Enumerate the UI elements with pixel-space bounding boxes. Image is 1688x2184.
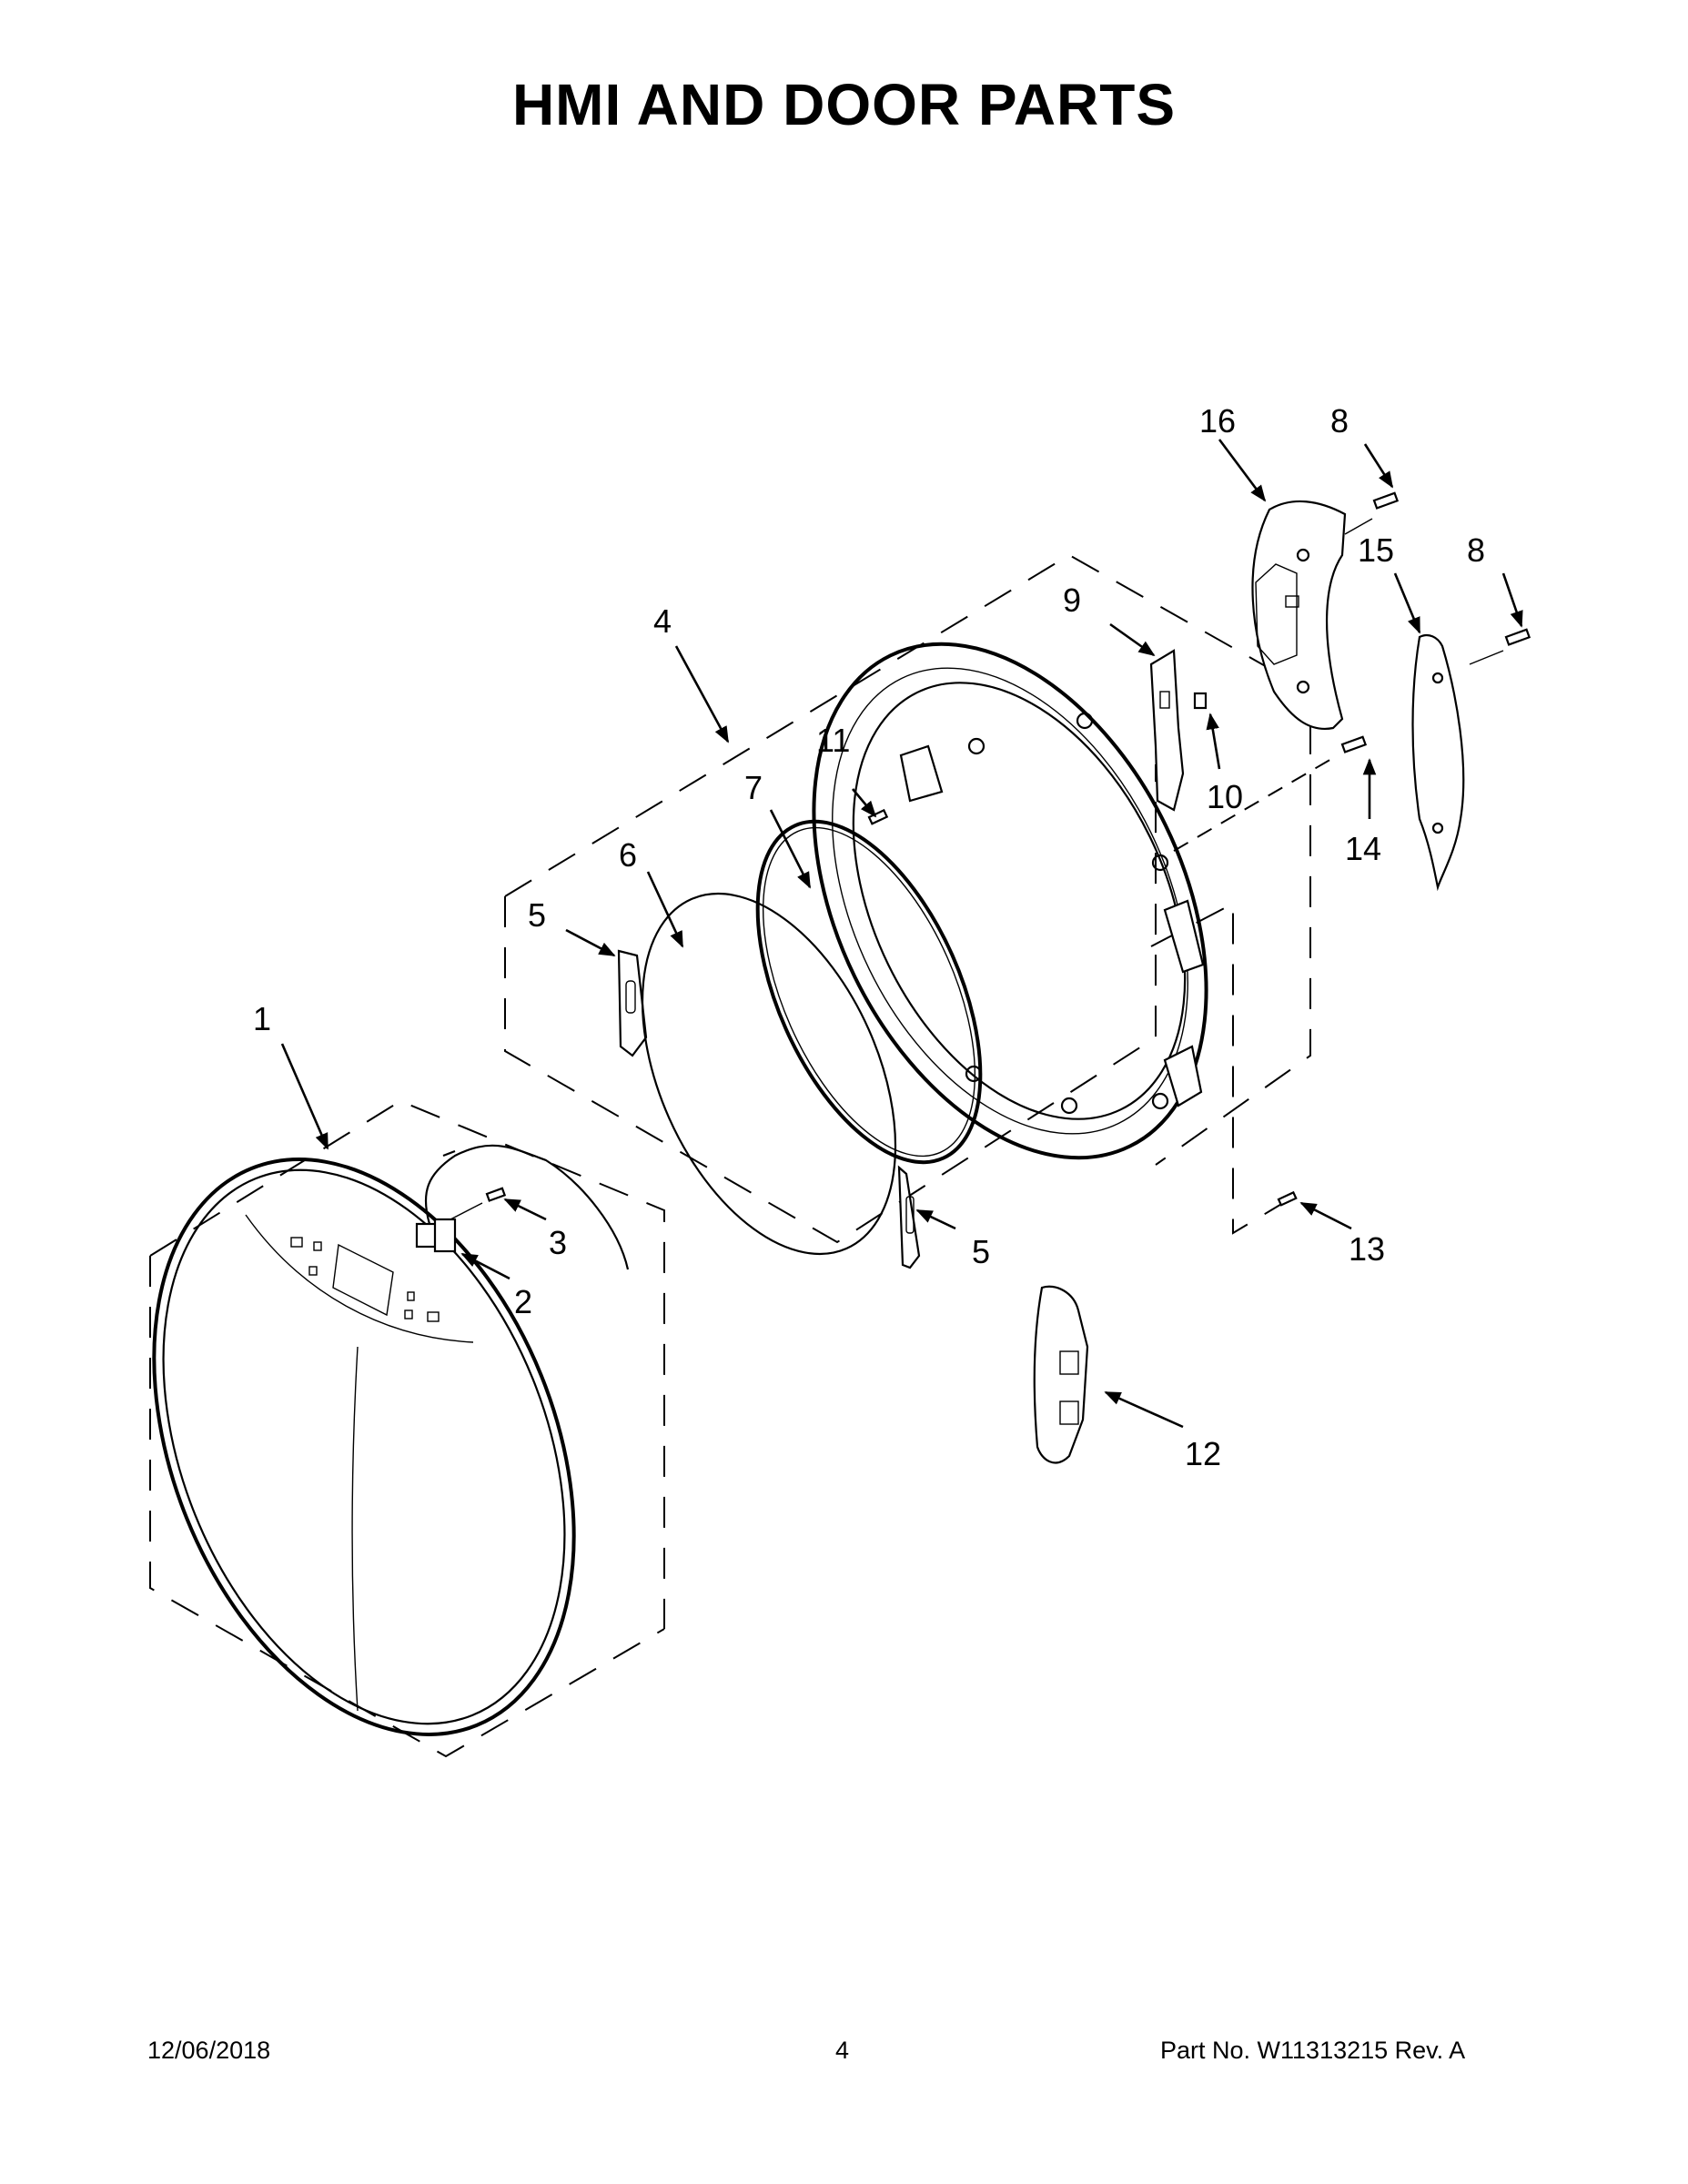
part-5-hinge-pad-lower <box>897 1165 921 1269</box>
callout-3: 3 <box>549 1224 567 1261</box>
footer-part-number: Part No. W11313215 Rev. A <box>1160 2037 1466 2064</box>
part-3-screw <box>450 1187 507 1220</box>
footer-date: 12/06/2018 <box>147 2037 271 2064</box>
callout-8b: 8 <box>1467 531 1485 569</box>
assembly-box-hinge <box>1150 902 1302 1235</box>
callout-labels: 1 2 3 4 5 5 6 7 8 8 9 10 11 12 13 14 15 … <box>253 402 1485 1472</box>
callout-12: 12 <box>1185 1435 1221 1472</box>
footer-page-number: 4 <box>835 2037 850 2064</box>
part-9-bracket <box>1149 649 1185 812</box>
part-8-screw-lower <box>1469 628 1531 665</box>
part-12-door-hinge <box>1033 1285 1089 1464</box>
callout-4: 4 <box>653 602 672 640</box>
part-16-hmi-housing <box>1251 500 1347 731</box>
callout-11: 11 <box>816 722 850 759</box>
part-1-outer-door-hmi <box>152 1158 576 1736</box>
part-13-screw <box>1277 1190 1298 1207</box>
part-4-inner-door-frame <box>812 642 1208 1160</box>
callout-9: 9 <box>1063 581 1081 619</box>
part-15-trim <box>1411 633 1465 892</box>
callout-10: 10 <box>1207 778 1243 815</box>
callout-2: 2 <box>514 1283 532 1320</box>
callout-arrows <box>280 439 1523 1429</box>
callout-7: 7 <box>744 769 763 806</box>
callout-15: 15 <box>1358 531 1394 569</box>
callout-14: 14 <box>1345 830 1381 867</box>
page-title: HMI AND DOOR PARTS <box>511 72 1177 137</box>
part-7-door-gasket <box>755 819 983 1165</box>
callout-1: 1 <box>253 1000 271 1037</box>
part-14-screw <box>1173 735 1368 852</box>
assembly-box-4 <box>504 553 1311 1244</box>
part-8-screw-upper <box>1344 491 1400 535</box>
callout-5b: 5 <box>972 1233 990 1270</box>
part-2-latch-harness <box>415 1144 630 1270</box>
callout-5a: 5 <box>528 896 546 934</box>
part-5-hinge-pad-upper <box>617 949 648 1057</box>
part-6-door-glass <box>641 892 897 1256</box>
callout-6: 6 <box>619 836 637 874</box>
callout-16: 16 <box>1199 402 1236 440</box>
callout-13: 13 <box>1349 1230 1385 1268</box>
part-10-clip <box>1193 692 1208 710</box>
callout-8a: 8 <box>1330 402 1349 440</box>
